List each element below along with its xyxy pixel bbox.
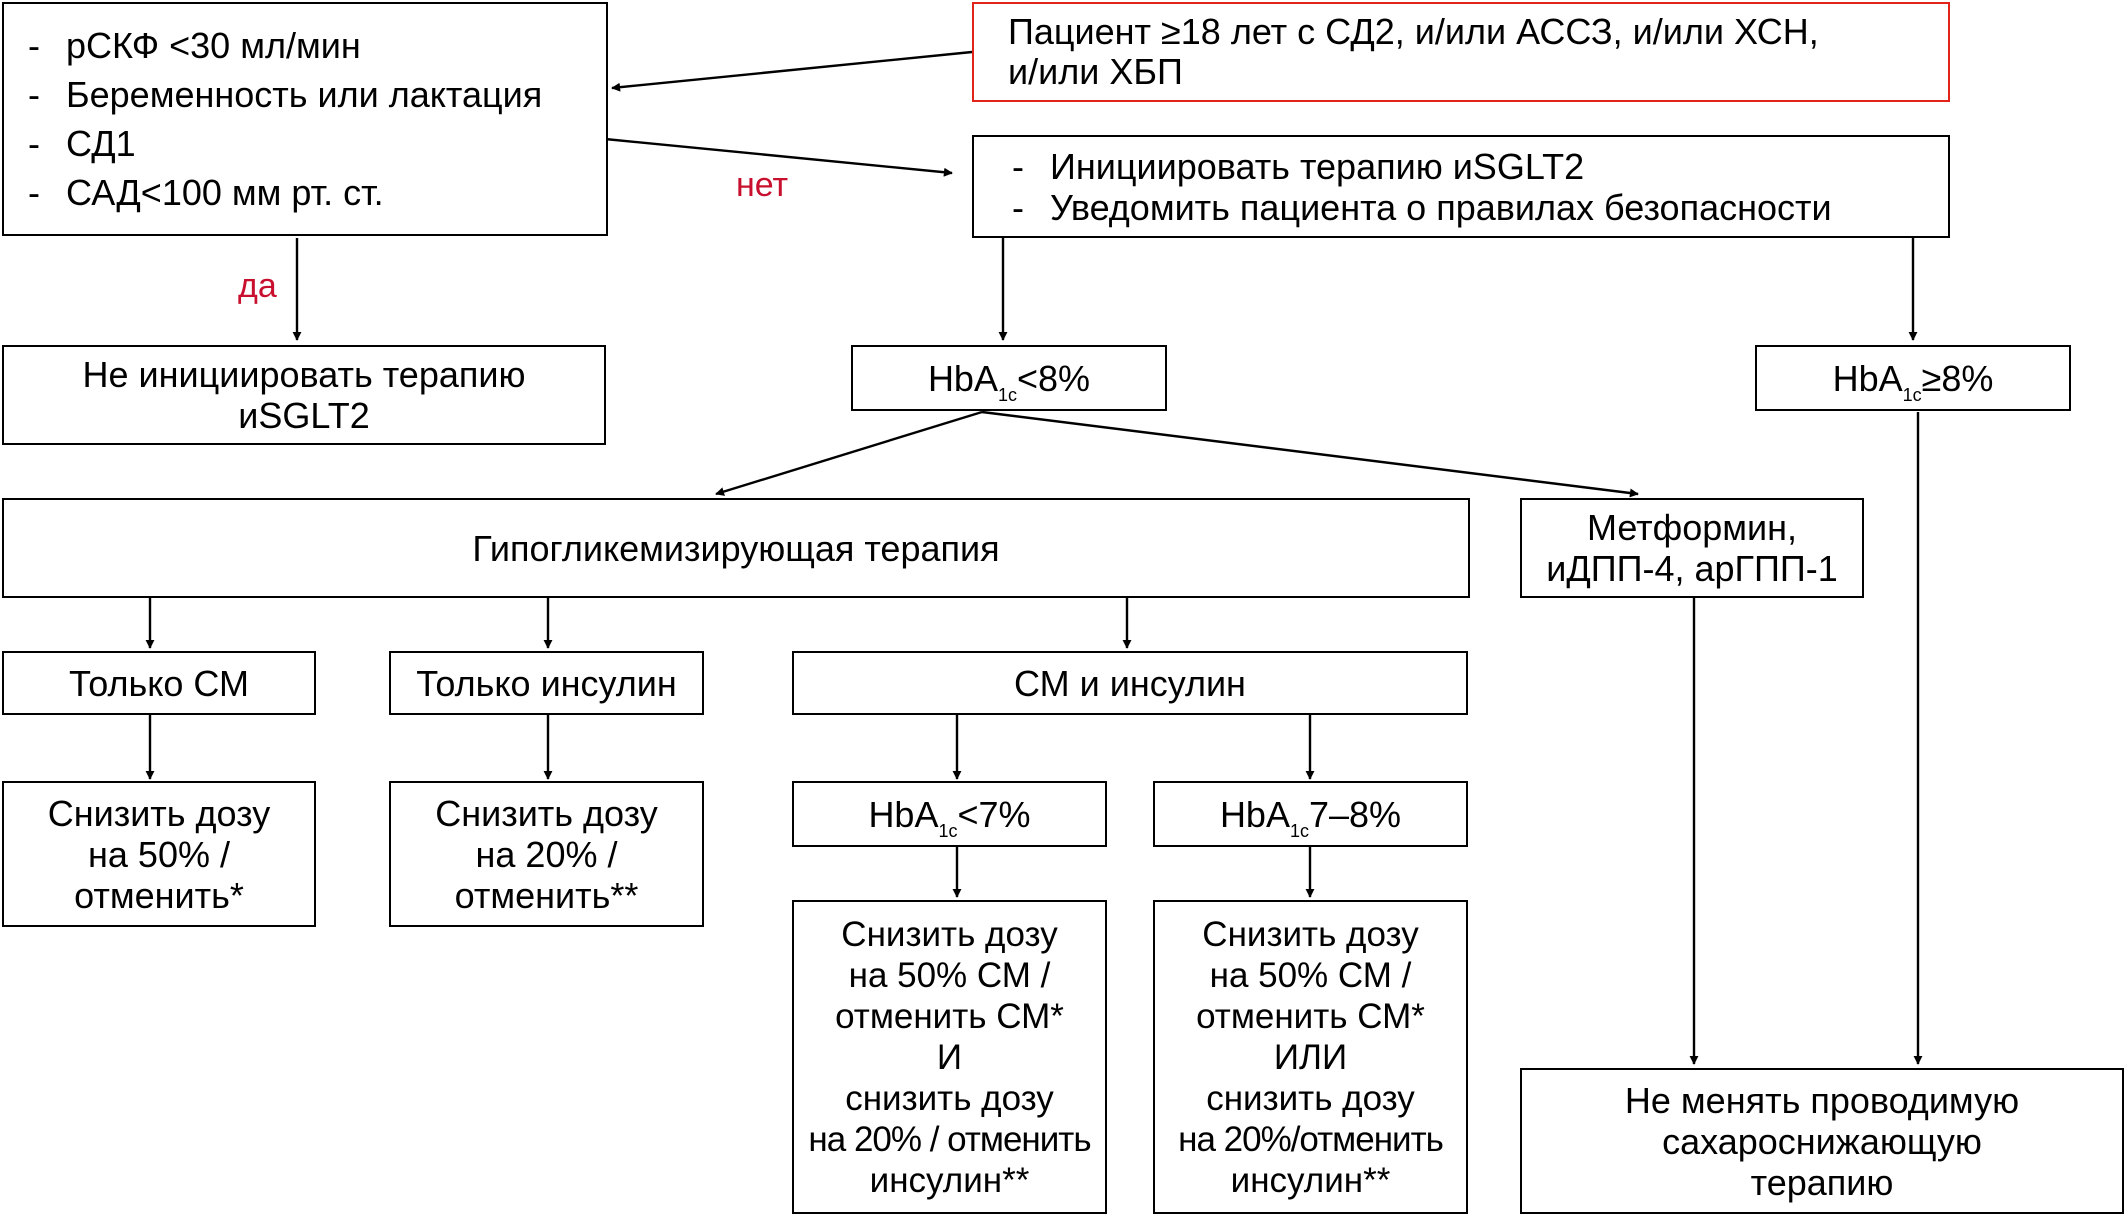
only-su-label: Только СМ [69, 662, 249, 704]
contraindication-pregnancy: Беременность или лактация [28, 70, 542, 119]
arrow-hba1c-low-to-hypo [715, 410, 983, 496]
reduce-su-or-insulin-box: Снизить дозу на 50% СМ / отменить СМ* ИЛ… [1153, 900, 1468, 1214]
reduce-or-line-2: на 50% СМ / [1209, 955, 1412, 995]
hba1c-below-8-box: HbA1c<8% [851, 345, 1167, 411]
metformin-line-2: иДПП-4, арГПП-1 [1546, 548, 1838, 589]
hba1c-8-or-more-box: HbA1c≥8% [1755, 345, 2071, 411]
arrow-no-to-initiate [604, 137, 953, 177]
contraindication-sbp: САД<100 мм рт. ст. [28, 168, 542, 217]
hba1c-sub: 1c [1902, 384, 1922, 405]
hba1c-7-8-box: HbA1c7–8% [1153, 781, 1468, 847]
reduce-or-line-1: Снизить дозу [1202, 914, 1419, 954]
label-yes: да [238, 267, 277, 305]
reduce-or-line-7: инсулин** [1230, 1160, 1391, 1200]
patient-box: Пациент ≥18 лет с СД2, и/или АССЗ, и/или… [972, 2, 1950, 102]
hba1c-threshold: <8% [1016, 357, 1091, 399]
reduce-and-line-1: Снизить дозу [841, 914, 1058, 954]
reduce-insulin-box: Снизить дозу на 20% / отменить** [389, 781, 704, 927]
initiate-list: Инициировать терапию иSGLT2 Уведомить па… [1012, 146, 1832, 228]
reduce-or-conjunction: ИЛИ [1273, 1037, 1348, 1077]
reduce-and-conjunction: И [936, 1037, 963, 1077]
hba1c-prefix: HbA [1219, 793, 1290, 835]
reduce-and-line-5: снизить дозу [845, 1078, 1054, 1118]
hba1c-prefix: HbA [1832, 357, 1903, 399]
initiate-item-notify: Уведомить пациента о правилах безопаснос… [1012, 187, 1832, 228]
reduce-insulin-line-2: на 20% / [475, 833, 618, 875]
hypoglycemic-therapy-box: Гипогликемизирующая терапия [2, 498, 1470, 598]
hba1c-sub: 1c [938, 820, 958, 841]
reduce-or-line-6: на 20%/отменить [1178, 1119, 1444, 1159]
reduce-or-line-5: снизить дозу [1206, 1078, 1415, 1118]
contraindication-egfr: рСКФ <30 мл/мин [28, 21, 542, 70]
do-not-initiate-line-2: иSGLT2 [238, 395, 370, 436]
arrow-hba1c-low-to-metformin [981, 410, 1639, 498]
hba1c-threshold: ≥8% [1921, 357, 1994, 399]
only-insulin-box: Только инсулин [389, 651, 704, 715]
hba1c-sub: 1c [1289, 820, 1309, 841]
reduce-insulin-line-3: отменить** [454, 874, 639, 916]
reduce-su-line-3: отменить* [74, 874, 244, 916]
hba1c-sub: 1c [997, 384, 1017, 405]
hba1c-below-7-box: HbA1c<7% [792, 781, 1107, 847]
do-not-initiate-line-1: Не инициировать терапию [82, 354, 526, 395]
no-change-line-1: Не менять проводимую [1624, 1079, 2020, 1121]
reduce-and-line-3: отменить СМ* [835, 996, 1064, 1036]
reduce-insulin-line-1: Снизить дозу [435, 792, 658, 834]
patient-line-1: Пациент ≥18 лет с СД2, и/или АССЗ, и/или… [1008, 11, 1819, 52]
only-insulin-label: Только инсулин [416, 662, 677, 704]
reduce-or-line-3: отменить СМ* [1196, 996, 1425, 1036]
no-change-line-2: сахароснижающую [1662, 1120, 1982, 1162]
reduce-su-box: Снизить дозу на 50% / отменить* [2, 781, 316, 927]
contraindications-box: рСКФ <30 мл/мин Беременность или лактаци… [2, 2, 608, 236]
initiate-item-start: Инициировать терапию иSGLT2 [1012, 146, 1832, 187]
initiate-therapy-box: Инициировать терапию иSGLT2 Уведомить па… [972, 135, 1950, 238]
hba1c-range: 7–8% [1308, 793, 1402, 835]
reduce-and-line-2: на 50% СМ / [848, 955, 1051, 995]
reduce-su-line-1: Снизить дозу [47, 792, 271, 834]
hba1c-prefix: HbA [868, 793, 939, 835]
metformin-line-1: Метформин, [1586, 507, 1798, 548]
patient-line-2: и/или ХБП [1008, 51, 1183, 92]
hba1c-threshold: <7% [957, 793, 1031, 835]
contraindications-list: рСКФ <30 мл/мин Беременность или лактаци… [28, 21, 542, 217]
hypoglycemic-therapy-label: Гипогликемизирующая терапия [472, 527, 1000, 569]
metformin-box: Метформин, иДПП-4, арГПП-1 [1520, 498, 1864, 598]
reduce-su-line-2: на 50% / [88, 833, 230, 875]
arrow-patient-to-contraindications [611, 50, 973, 92]
no-change-line-3: терапию [1750, 1161, 1894, 1203]
su-and-insulin-box: СМ и инсулин [792, 651, 1468, 715]
hba1c-prefix: HbA [927, 357, 998, 399]
contraindication-t1d: СД1 [28, 119, 542, 168]
reduce-and-line-6: на 20% / отменить [808, 1119, 1091, 1159]
only-su-box: Только СМ [2, 651, 316, 715]
reduce-and-line-7: инсулин** [869, 1160, 1030, 1200]
do-not-initiate-box: Не инициировать терапию иSGLT2 [2, 345, 606, 445]
reduce-su-and-insulin-box: Снизить дозу на 50% СМ / отменить СМ* И … [792, 900, 1107, 1214]
su-and-insulin-label: СМ и инсулин [1014, 662, 1246, 704]
no-change-box: Не менять проводимую сахароснижающую тер… [1520, 1068, 2124, 1214]
label-no: нет [736, 166, 789, 204]
